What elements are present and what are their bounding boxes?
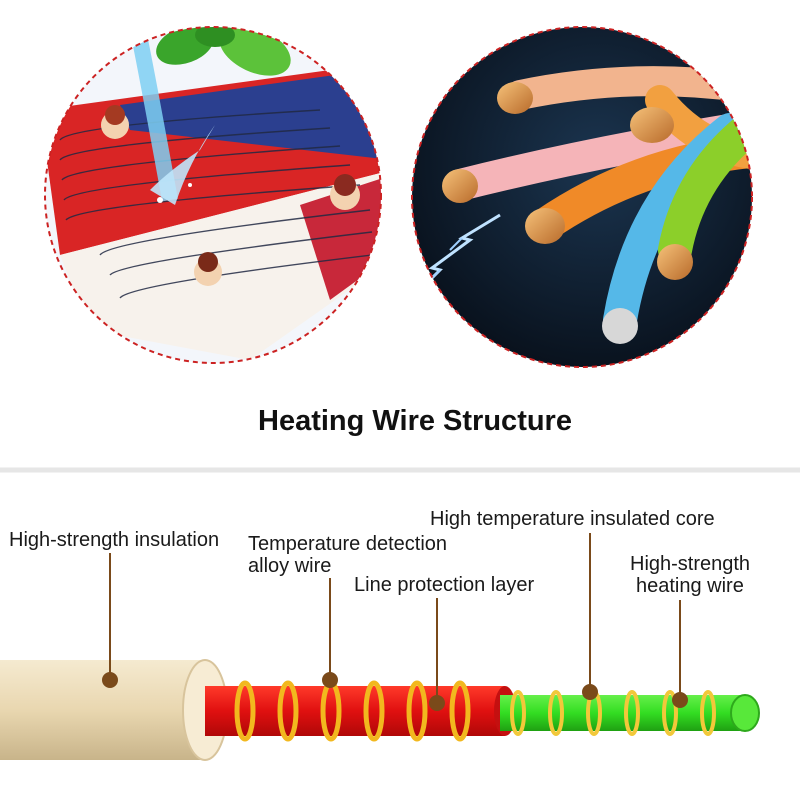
insulated-core	[500, 695, 745, 731]
alloy-coil	[234, 680, 471, 742]
heating-mat-image	[44, 26, 382, 364]
cable-diagram	[0, 533, 760, 761]
diagram-title: Heating Wire Structure	[258, 405, 572, 437]
label-alloy-wire-line2: alloy wire	[248, 555, 332, 577]
label-heating-wire-line2: heating wire	[636, 575, 744, 597]
outer-sheath	[0, 660, 205, 760]
label-insulation: High-strength insulation	[9, 529, 220, 551]
label-protection-layer: Line protection layer	[354, 574, 535, 596]
label-heating-wire-line1: High-strength	[630, 553, 751, 575]
label-alloy-wire-line1: Temperature detection	[248, 533, 448, 555]
copper-wires-image	[411, 26, 753, 368]
leader-lines	[102, 533, 688, 711]
label-insulated-core: High temperature insulated core	[430, 508, 715, 530]
